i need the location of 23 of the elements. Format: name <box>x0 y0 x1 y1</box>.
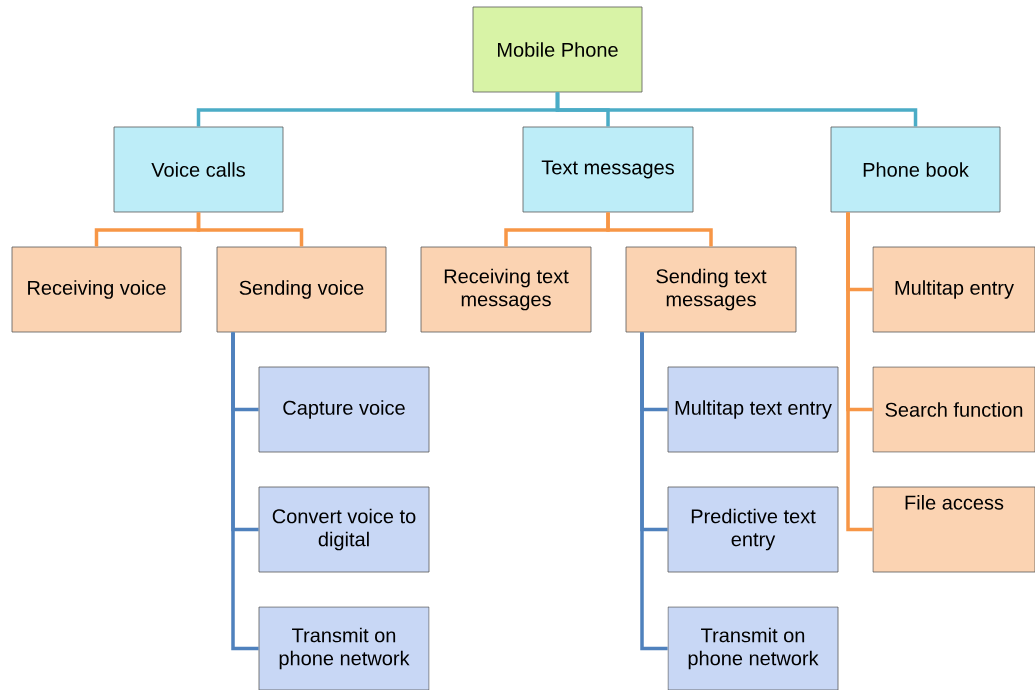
connector <box>846 212 873 532</box>
subcategory-box: Receiving text messages <box>420 246 592 333</box>
subcategory-box: Sending voice <box>216 246 387 333</box>
subcategory-box: Search function <box>872 366 1035 453</box>
task-box: Predictive text entry <box>667 486 839 573</box>
connector <box>196 212 304 247</box>
task-box: Transmit on phone network <box>258 606 430 690</box>
category-box: Voice calls <box>113 126 284 213</box>
connector <box>606 212 713 247</box>
category-box: Phone book <box>830 126 1001 213</box>
subcategory-box: Multitap entry <box>872 246 1035 333</box>
subcategory-box: File access <box>872 486 1035 573</box>
task-box: Multitap text entry <box>667 366 839 453</box>
subcategory-box: Sending text messages <box>625 246 797 333</box>
connector <box>640 332 668 651</box>
connector <box>231 332 259 651</box>
connector <box>555 92 918 127</box>
task-box: Convert voice to digital <box>258 486 430 573</box>
subcategory-box: Receiving voice <box>11 246 182 333</box>
task-box: Capture voice <box>258 366 430 453</box>
category-box: Text messages <box>522 126 694 213</box>
task-box: Transmit on phone network <box>667 606 839 690</box>
root-box: Mobile Phone <box>472 6 643 93</box>
